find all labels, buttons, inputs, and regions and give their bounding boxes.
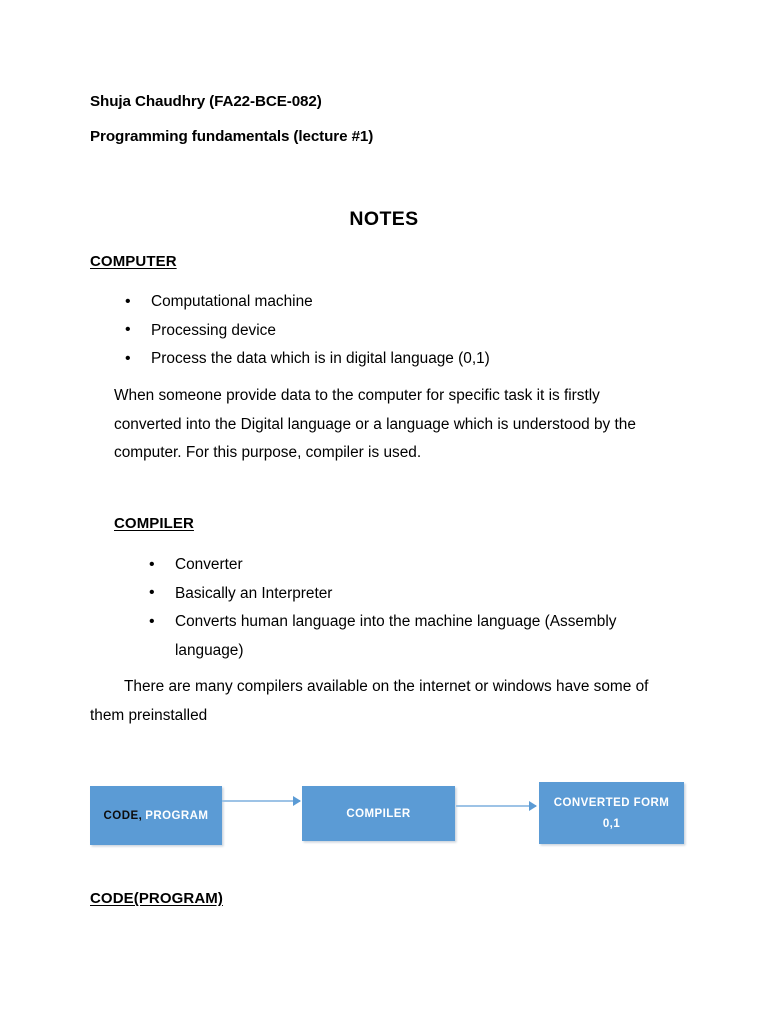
paragraph-compiler-line2: have some of them preinstalled — [90, 678, 649, 724]
document-header: Shuja Chaudhry (FA22-BCE-082) Programmin… — [90, 93, 690, 146]
section-heading-code-program: CODE(PROGRAM) — [90, 890, 223, 907]
paragraph-compiler: There are many compilers available on th… — [90, 673, 670, 730]
list-item: Converter — [149, 551, 649, 580]
page-title: NOTES — [349, 208, 419, 230]
author-line: Shuja Chaudhry (FA22-BCE-082) — [90, 93, 322, 110]
list-item: Processing device — [125, 316, 665, 346]
flow-box-code-label: CODE, PROGRAM — [104, 810, 209, 822]
flow-box-converted-form: CONVERTED FORM 0,1 — [539, 782, 684, 844]
bullet-list-compiler: Converter Basically an Interpreter Conve… — [149, 551, 649, 665]
list-item: Computational machine — [125, 288, 665, 317]
list-item: Basically an Interpreter — [149, 579, 649, 609]
flow-arrow-code-to-compiler — [222, 800, 300, 802]
flow-box-converted-form-line2: 0,1 — [602, 817, 621, 830]
list-item: Converts human language into the machine… — [149, 608, 649, 665]
section-heading-computer: COMPUTER — [90, 253, 177, 270]
flow-box-code: CODE, PROGRAM — [90, 786, 222, 845]
flow-box-compiler: COMPILER — [302, 786, 455, 841]
flow-box-code-label-rest: PROGRAM — [145, 809, 209, 822]
flow-box-converted-form-line1: CONVERTED FORM — [553, 796, 670, 809]
paragraph-compiler-line1: There are many compilers available on th… — [124, 678, 552, 695]
flow-box-compiler-label: COMPILER — [346, 807, 411, 820]
course-line: Programming fundamentals (lecture #1) — [90, 128, 374, 146]
section-heading-compiler: COMPILER — [114, 515, 194, 532]
bullet-list-computer: Computational machine Processing device … — [125, 288, 665, 374]
flow-box-code-label-strong: CODE, — [103, 809, 143, 822]
paragraph-computer: When someone provide data to the compute… — [114, 387, 636, 461]
flow-arrow-compiler-to-output — [456, 805, 536, 807]
list-item: Process the data which is in digital lan… — [125, 345, 665, 374]
